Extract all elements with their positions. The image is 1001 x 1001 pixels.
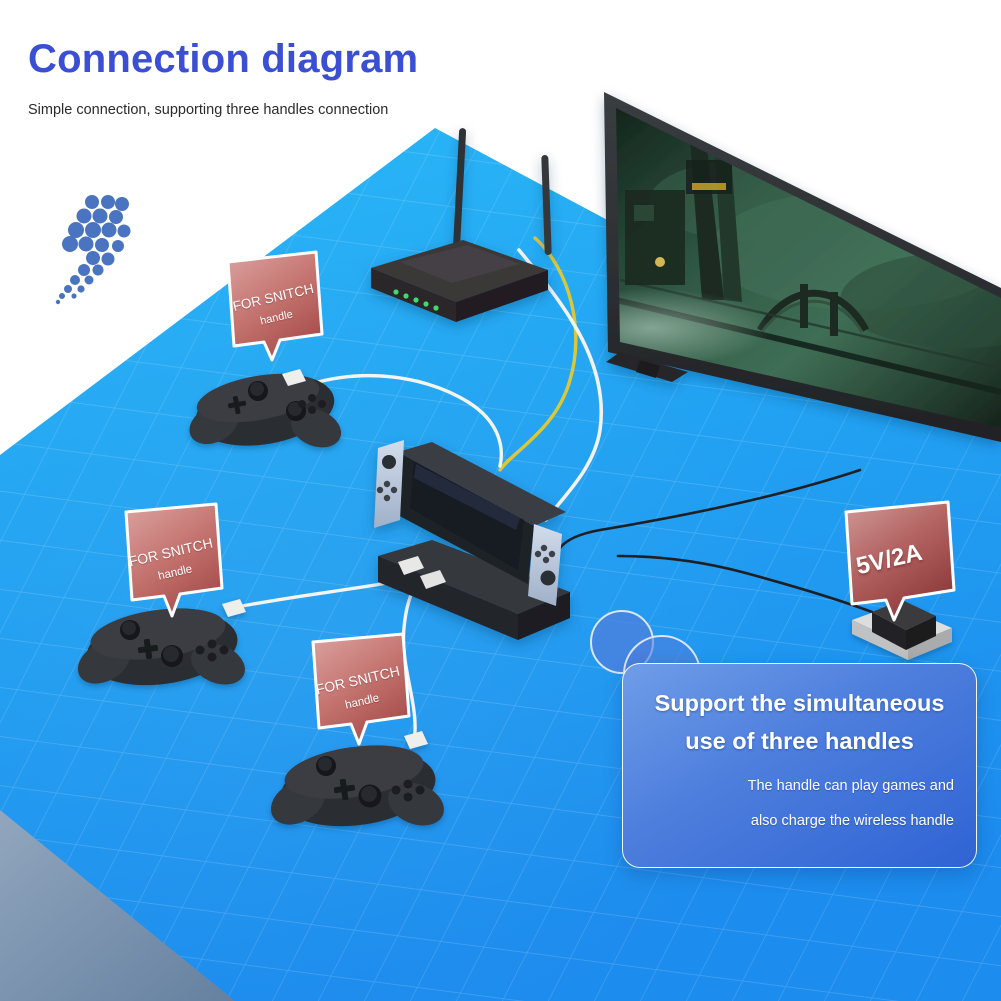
tag-shape: [226, 250, 324, 362]
handheld-game-console-dock: [374, 440, 570, 640]
television: [604, 92, 1001, 442]
callout-tag-controller-bottom: FOR SNITCH handle: [305, 630, 415, 750]
usb-plugs: [398, 556, 446, 589]
wifi-router: [371, 128, 552, 322]
game-controller-top: [189, 369, 342, 448]
tag-shape: [844, 500, 956, 622]
info-card-body-line2: also charge the wireless handle: [750, 812, 954, 829]
router-leds: [393, 289, 439, 311]
info-card-heading-line2: use of three handles: [685, 727, 914, 754]
lightning-bolt-icon: [55, 195, 131, 305]
callout-tag-power-rating: 5V/2A: [838, 498, 960, 626]
tag-shape: [124, 502, 224, 618]
game-controller-bottom: [270, 731, 444, 827]
info-card-body-line1: The handle can play games and: [747, 778, 954, 794]
page-title: Connection diagram: [28, 37, 419, 81]
callout-tag-controller-left: FOR SNITCH handle: [118, 500, 228, 622]
info-card: Support the simultaneous use of three ha…: [622, 663, 977, 868]
page-subtitle: Simple connection, supporting three hand…: [28, 102, 389, 118]
header: Connection diagram Simple connection, su…: [28, 38, 648, 118]
info-card-heading-line1: Support the simultaneous: [654, 690, 945, 716]
callout-tag-controller-top: FOR SNITCH handle: [222, 248, 328, 366]
tag-shape: [311, 632, 411, 746]
game-controller-left: [77, 599, 246, 686]
